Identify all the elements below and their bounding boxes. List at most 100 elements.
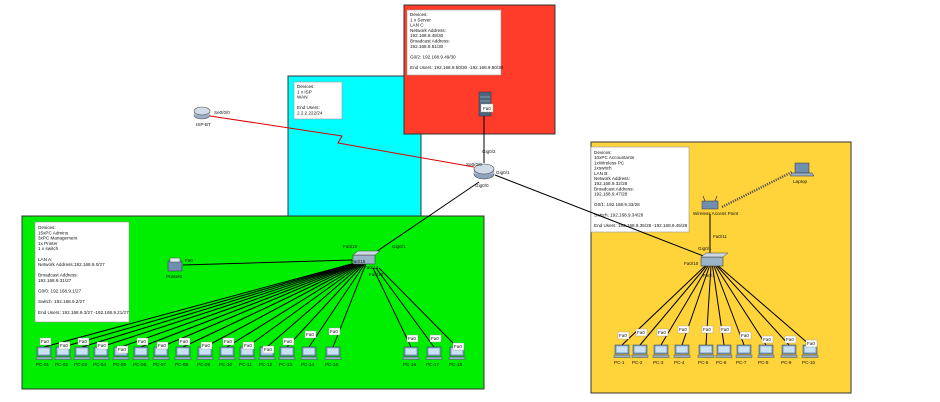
svg-text:Fa0: Fa0 [60,343,68,348]
pc-pc-17[interactable] [425,346,443,360]
pc-pc-06[interactable] [132,346,150,360]
switch-a-port-gig0-1: Gig0/1 [392,244,406,249]
pc-label: PC-12 [259,362,272,367]
pc-pc-13[interactable] [278,346,296,360]
pc-label: PC-07 [153,362,166,367]
pc-port-tag: Fa0 [58,341,71,350]
link-router-switch-b [494,174,707,258]
pc-port-tag: Fa0 [242,341,255,350]
pc-pc-2[interactable] [631,344,649,358]
pc-label: PC-10 [219,362,232,367]
pc-label: PC-3 [653,360,664,365]
link-pc-06 [140,262,360,348]
pc-pc-14[interactable] [300,346,318,360]
isp-router[interactable]: ISP-BT [193,106,211,127]
link-pc-3 [660,265,709,346]
note-line [38,283,39,288]
note-line [38,267,39,272]
pc-port-tag: Fa0 [406,334,419,343]
pc-label: PC-11 [239,362,252,367]
note-line [410,60,411,65]
link-pc-02 [62,262,356,348]
pc-label: PC-09 [197,362,210,367]
switch-a-port-fa0-14: Fa0/14 [364,265,379,270]
note-line: End Users: 192.168.9.50/30 -192.168.9.50… [410,65,504,70]
pc-pc-16[interactable] [402,346,420,360]
note-line: End Users: 192.168.9.3/27 -192.168.9.21/… [38,310,129,315]
main-router[interactable] [473,163,495,180]
pc-pc-03[interactable] [73,346,91,360]
pc-port-tag: Fa0 [452,342,465,351]
note-line: Network Address:192.168.9.0/27 [38,262,105,267]
note-line: G0/0: 192.168.9.1/27 [38,289,82,294]
pc-pc-10[interactable] [218,346,236,360]
switch-a-port-fa0-19: Fa0/19 [343,244,358,249]
pc-port-tag: Fa0 [304,330,317,339]
pc-pc-8[interactable] [757,344,775,358]
laptop-label: Laptop [793,179,807,184]
note-line: 1xswitch [594,166,612,171]
pc-pc-08[interactable] [174,346,192,360]
pc-label: PC-06 [133,362,146,367]
pc-pc-1[interactable] [613,344,631,358]
pc-pc-01[interactable] [35,346,53,360]
note-line: WAN [297,95,308,100]
link-pc-05 [120,262,359,348]
note-line: 192.168.9.31/27 [38,278,72,283]
lan-a-pc-links [43,262,458,348]
access-point-label: Wireless Access Point [693,211,739,216]
pc-pc-4[interactable] [673,344,691,358]
link-pc-01 [43,262,356,348]
printer[interactable] [167,257,183,272]
note-line: 192.168.9.47/28 [594,192,628,197]
link-pc-07 [160,262,360,348]
note-line [410,49,411,54]
note-line: 192.168.9.48/30 [410,33,444,38]
pc-label: PC-02 [55,362,68,367]
svg-text:Fa0: Fa0 [306,332,314,337]
lan-a-pcs: PC-01Fa0PC-02Fa0PC-03Fa0PC-04Fa0PC-05Fa0… [35,327,466,367]
note-line: 1 x ISP [297,89,312,94]
pc-pc-5[interactable] [697,344,715,358]
svg-text:Fa0: Fa0 [483,106,491,111]
pc-port-tag: Fa0 [200,341,213,350]
wireless-link [721,170,793,209]
svg-text:Fa0: Fa0 [224,339,232,344]
switch-a-port-fa0-18: Fa0/18 [369,272,384,277]
laptop[interactable] [789,162,815,177]
svg-text:Fa0: Fa0 [807,341,815,346]
pc-pc-7[interactable] [735,344,753,358]
pc-label: PC-5 [698,360,709,365]
link-pc-16 [372,267,412,348]
pc-port-tag: Fa0 [701,325,714,334]
pc-port-tag: Fa0 [178,337,191,346]
pc-pc-9[interactable] [780,344,798,358]
access-point[interactable] [701,195,719,210]
link-pc-12 [266,262,365,348]
switch-a[interactable] [352,250,381,265]
pc-label: PC-10 [802,360,815,365]
pc-port-tag: Fa0 [39,337,52,346]
svg-text:Fa0: Fa0 [41,339,49,344]
pc-pc-15[interactable] [324,346,342,360]
pc-label: PC-08 [175,362,188,367]
pc-port-tag: Fa0 [677,325,690,334]
switch-b-port-fa0-1: Fa0/1 [703,273,715,278]
note-line: 1 x switch [38,246,59,251]
link-pc-09 [204,262,362,348]
link-printer-switch-a [182,259,353,266]
pc-label: PC-9 [781,360,792,365]
switch-b[interactable] [700,252,729,267]
svg-text:Fa0: Fa0 [431,336,439,341]
pc-pc-3[interactable] [652,344,670,358]
pc-pc-6[interactable] [715,344,733,358]
pc-label: PC-6 [716,360,727,365]
svg-text:Fa0: Fa0 [330,329,338,334]
lan-b-pcs: PC-1Fa0PC-2Fa0PC-3Fa0PC-4Fa0PC-5Fa0PC-6F… [613,325,819,365]
pc-label: PC-18 [449,362,462,367]
note-line: End Users: [297,105,320,110]
svg-text:Fa0: Fa0 [244,343,252,348]
svg-text:Fa0: Fa0 [264,347,272,352]
link-pc-10 [718,265,811,346]
